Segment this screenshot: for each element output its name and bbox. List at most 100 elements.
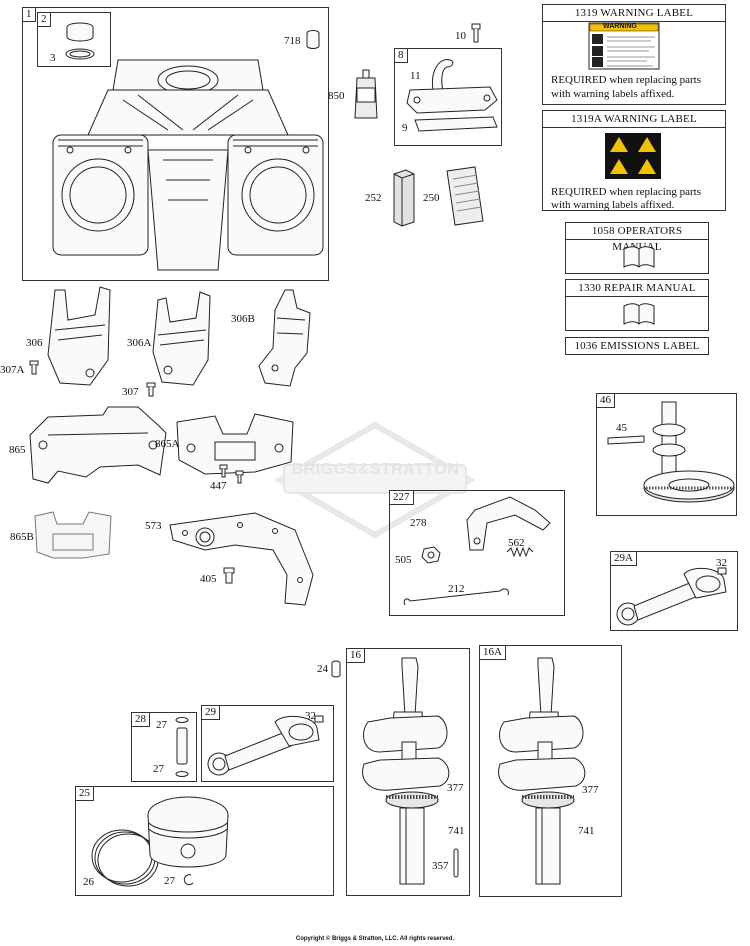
part-number-9: 9	[402, 122, 408, 134]
bushing-illustration	[65, 22, 95, 60]
part-number-29: 29	[201, 705, 220, 720]
copyright-footer: Copyright © Briggs & Stratton, LLC. All …	[295, 936, 455, 942]
warning-1319-required-line1: REQUIRED when replacing parts	[551, 74, 701, 86]
mounting-plate-573-illustration	[169, 512, 314, 606]
sealant-tube-illustration	[354, 69, 378, 119]
group-25-piston-frame	[75, 786, 334, 896]
breather-cover-illustration	[406, 59, 498, 132]
part-number-3: 3	[50, 52, 56, 64]
part-number-865A: 865A	[155, 438, 180, 450]
emissions-label-1036-box: 1036 EMISSIONS LABEL	[565, 337, 709, 355]
part-number-10: 10	[455, 30, 466, 42]
repair-manual-1330-title: 1330 REPAIR MANUAL	[566, 280, 708, 297]
part-number-505: 505	[395, 554, 412, 566]
part-number-252: 252	[365, 192, 382, 204]
part-number-29A: 29A	[610, 551, 637, 566]
part-number-2: 2	[37, 12, 51, 27]
part-number-278: 278	[410, 517, 427, 529]
part-number-212: 212	[448, 583, 465, 595]
part-number-16: 16	[346, 648, 365, 663]
air-guide-306b-illustration	[258, 289, 311, 387]
group-46-camshaft-frame	[596, 393, 737, 516]
nut-505-illustration	[421, 546, 441, 564]
cylinder-block-illustration	[52, 59, 324, 271]
part-number-306A: 306A	[127, 337, 152, 349]
part-number-11: 11	[410, 70, 421, 82]
part-number-850: 850	[328, 90, 345, 102]
part-number-405: 405	[200, 573, 217, 585]
warning-sticker-word: WARNING	[603, 23, 637, 30]
warning-label-1319-box: 1319 WARNING LABEL WARNING REQUIRED when…	[542, 4, 726, 105]
warning-label-1319a-box: 1319A WARNING LABEL REQUIRED when replac…	[542, 110, 726, 211]
part-number-307A: 307A	[0, 364, 25, 376]
part-number-718: 718	[284, 35, 301, 47]
screw-307-illustration	[146, 382, 156, 397]
part-number-377-left: 377	[447, 782, 464, 794]
part-number-27-top: 27	[156, 719, 167, 731]
part-number-562: 562	[508, 537, 525, 549]
screws-447-illustration	[219, 464, 244, 484]
part-number-46: 46	[596, 393, 615, 408]
part-number-573: 573	[145, 520, 162, 532]
part-number-1: 1	[22, 7, 36, 22]
part-number-306: 306	[26, 337, 43, 349]
screw-405-illustration	[223, 567, 235, 584]
part-number-28: 28	[131, 712, 150, 727]
connecting-rod-29-illustration	[207, 715, 324, 776]
part-number-865B: 865B	[10, 531, 34, 543]
warning-pictogram-illustration	[605, 133, 661, 179]
warning-1319a-required-line1: REQUIRED when replacing parts	[551, 186, 701, 198]
warning-label-1319-title: 1319 WARNING LABEL	[543, 5, 725, 22]
part-number-45: 45	[616, 422, 627, 434]
warning-1319-required-line2: with warning labels affixed.	[551, 88, 675, 100]
camshaft-gear-illustration	[607, 401, 735, 503]
part-number-377-right: 377	[582, 784, 599, 796]
piston-illustration	[147, 796, 229, 868]
dowel-pin-illustration	[306, 30, 320, 49]
part-number-32-top: 32	[716, 557, 727, 569]
part-number-307: 307	[122, 386, 139, 398]
repair-manual-1330-box: 1330 REPAIR MANUAL	[565, 279, 709, 331]
group-29-connecting-rod-frame	[201, 705, 334, 782]
manual-book-icon	[623, 246, 655, 268]
retaining-ring-27-illustration	[183, 874, 194, 886]
part-number-26: 26	[83, 876, 94, 888]
part-number-357: 357	[432, 860, 449, 872]
filter-block-illustration	[393, 169, 415, 227]
warning-label-1319a-title: 1319A WARNING LABEL	[543, 111, 725, 128]
group-16a-crankshaft-frame	[479, 645, 622, 897]
group-1-cylinder-frame	[22, 7, 329, 281]
air-guide-306a-illustration	[152, 291, 211, 386]
emissions-label-1036-title: 1036 EMISSIONS LABEL	[574, 340, 700, 352]
group-29a-connecting-rod-frame	[610, 551, 738, 631]
part-number-227: 227	[389, 490, 414, 505]
group-227-governor-frame	[389, 490, 565, 616]
part-number-306B: 306B	[231, 313, 255, 325]
group-28-piston-pin-frame	[131, 712, 197, 782]
filter-screen-illustration	[446, 166, 484, 226]
crankshaft-16a-illustration	[498, 657, 586, 885]
key-357-illustration	[453, 848, 459, 878]
air-guide-306-illustration	[47, 286, 111, 386]
spring-562-illustration	[506, 546, 534, 558]
link-rod-212-illustration	[403, 588, 509, 606]
part-number-27-piston: 27	[164, 875, 175, 887]
part-number-865: 865	[9, 444, 26, 456]
manual-book-icon	[623, 303, 655, 325]
group-8-breather-frame	[394, 48, 502, 146]
operators-manual-1058-box: 1058 OPERATORS MANUAL	[565, 222, 709, 274]
warning-sticker-illustration	[588, 22, 660, 70]
part-number-32-bottom: 32	[305, 710, 316, 722]
part-number-741-right: 741	[578, 825, 595, 837]
part-number-24: 24	[317, 663, 328, 675]
part-number-8: 8	[394, 48, 408, 63]
piston-pin-illustration	[175, 717, 189, 777]
governor-lever-illustration	[466, 496, 551, 551]
briggs-stratton-watermark-logo	[274, 421, 476, 539]
group-2-bushing-frame	[37, 12, 111, 67]
baffle-865b-illustration	[34, 511, 112, 559]
warning-1319a-required-line2: with warning labels affixed.	[551, 199, 675, 211]
screw-307a-illustration	[29, 360, 39, 375]
part-number-741-left: 741	[448, 825, 465, 837]
pin-24-illustration	[331, 660, 341, 678]
